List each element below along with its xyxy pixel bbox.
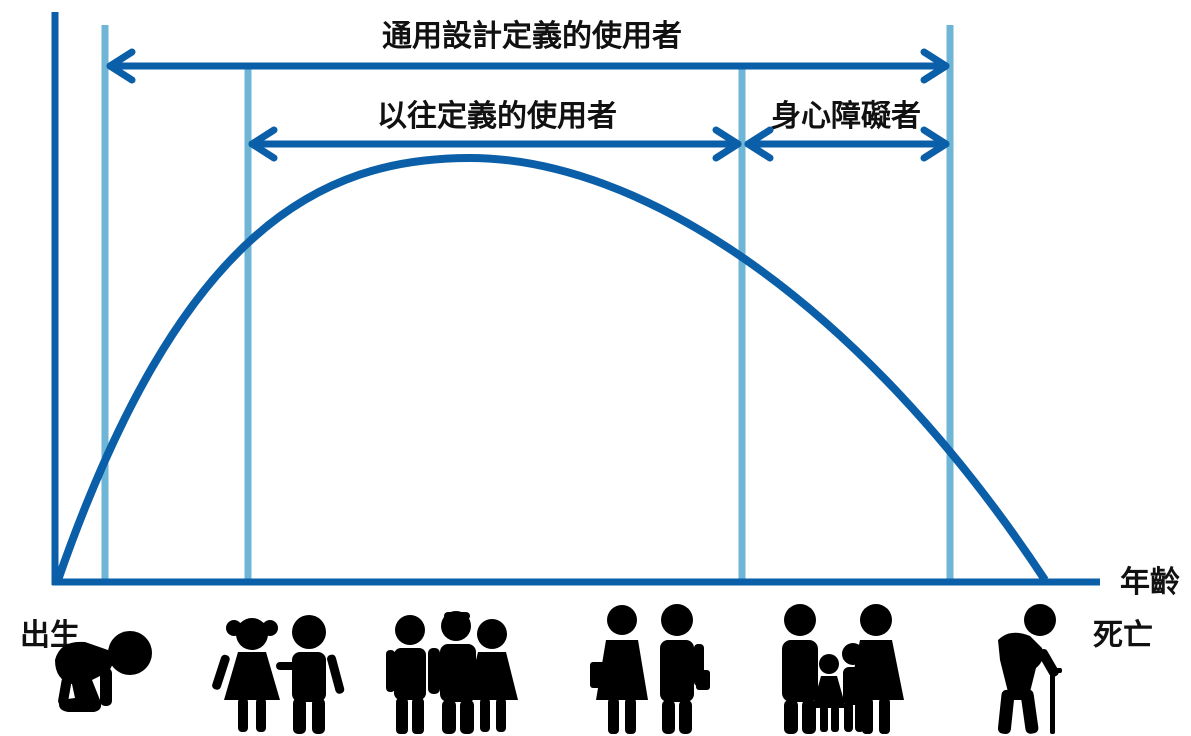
arrow-traditional-users [248, 126, 742, 162]
arrow-universal-users [106, 48, 950, 84]
ability-curve [54, 153, 1049, 583]
arrow-disabled-users [744, 126, 950, 162]
elderly-with-cane-icon [997, 604, 1062, 734]
label-traditional-users: 以往定義的使用者 [377, 99, 617, 134]
teens-group-icon [386, 611, 518, 734]
children-icon [212, 615, 345, 734]
label-death: 死亡 [1093, 618, 1153, 653]
adults-icon [590, 604, 710, 734]
family-icon [782, 604, 904, 734]
baby-crawling-icon [55, 631, 152, 712]
label-universal-users: 通用設計定義的使用者 [382, 19, 682, 54]
label-disabled-users: 身心障礙者 [771, 99, 921, 134]
label-age-axis: 年齡 [1120, 565, 1180, 600]
